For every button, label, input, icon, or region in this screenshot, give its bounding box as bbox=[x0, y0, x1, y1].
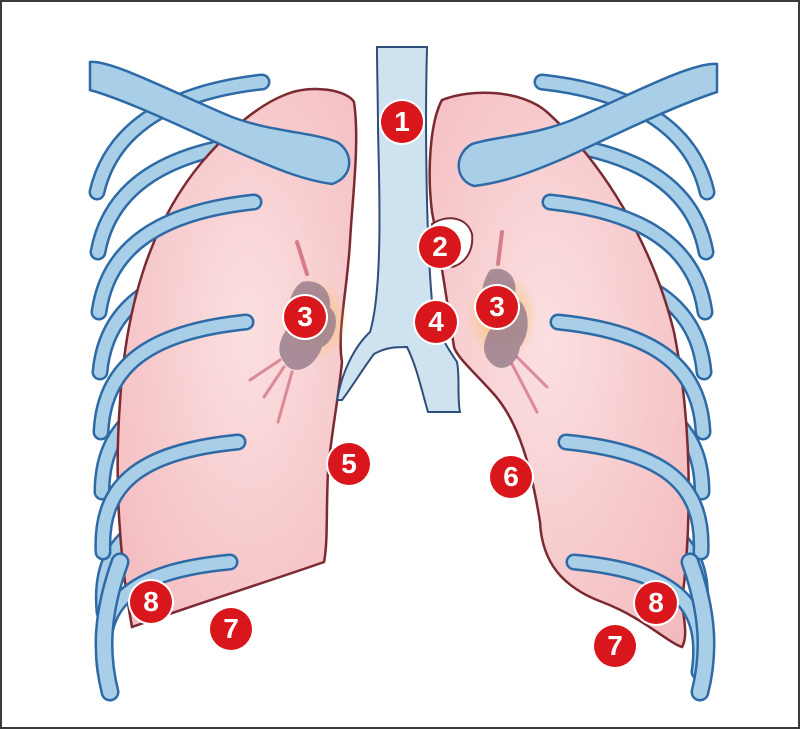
marker-8-right: 8 bbox=[635, 582, 677, 624]
marker-7-right: 7 bbox=[594, 625, 636, 667]
marker-3-left: 3 bbox=[284, 296, 326, 338]
rib-shaft bbox=[95, 316, 252, 438]
marker-5: 5 bbox=[328, 443, 370, 485]
rib-shaft bbox=[91, 76, 268, 198]
rib-shaft bbox=[96, 436, 244, 558]
rib-shaft bbox=[560, 436, 708, 558]
marker-7-left: 7 bbox=[210, 608, 252, 650]
marker-4: 4 bbox=[415, 301, 457, 343]
right-clavicle bbox=[457, 62, 719, 188]
marker-3-right: 3 bbox=[476, 286, 518, 328]
marker-2: 2 bbox=[419, 226, 461, 268]
rib-shaft bbox=[93, 196, 260, 318]
left-clavicle bbox=[88, 60, 351, 186]
marker-1: 1 bbox=[381, 101, 423, 143]
rib-shaft bbox=[683, 555, 713, 699]
marker-8-left: 8 bbox=[130, 581, 172, 623]
rib-shaft bbox=[544, 196, 711, 318]
marker-6: 6 bbox=[490, 456, 532, 498]
rib-shaft bbox=[552, 316, 709, 438]
rib-shaft bbox=[97, 555, 127, 699]
